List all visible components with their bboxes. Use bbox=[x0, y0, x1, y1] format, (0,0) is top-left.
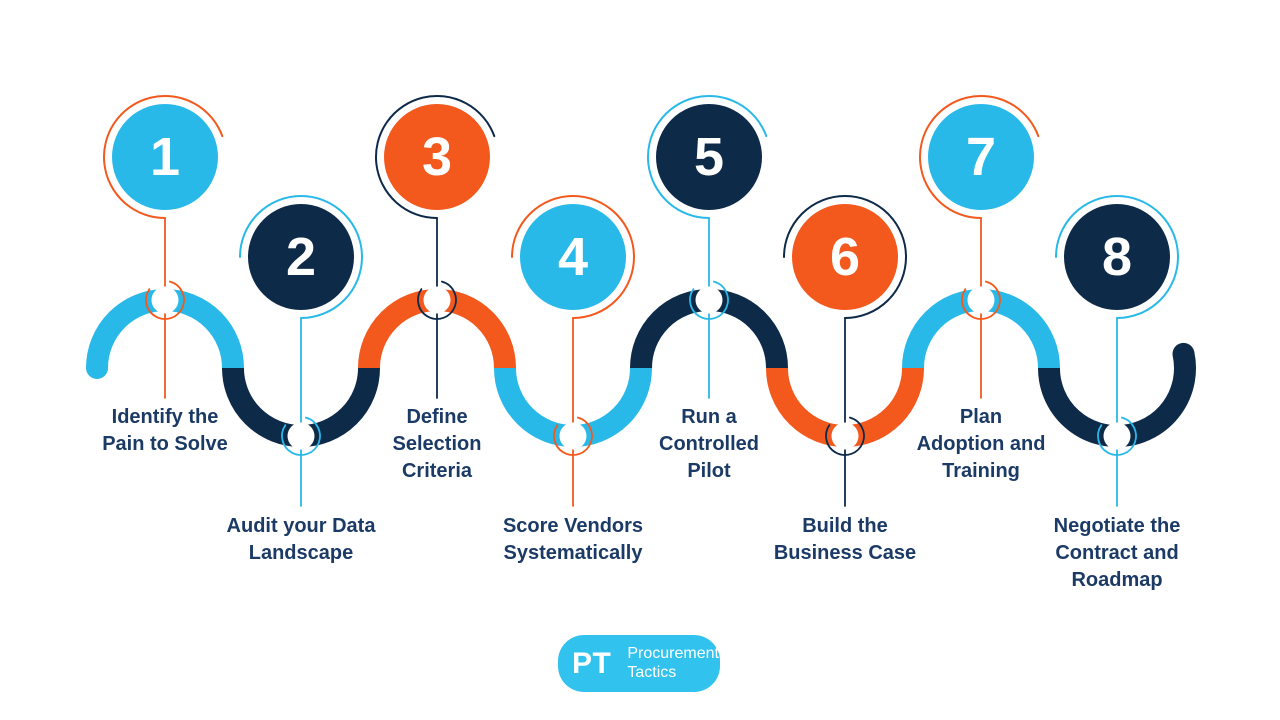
step-2-node-loop bbox=[281, 416, 321, 456]
step-rings bbox=[103, 95, 1179, 319]
step-5-node-loop bbox=[689, 280, 729, 320]
logo-monogram: PT bbox=[572, 646, 612, 680]
step-4-node bbox=[559, 422, 587, 450]
step-3-ring bbox=[375, 95, 496, 219]
step-4-number: 4 bbox=[557, 227, 589, 287]
step-8-number: 8 bbox=[1101, 227, 1133, 287]
step-6-node-loop bbox=[825, 416, 865, 456]
step-7-number: 7 bbox=[965, 127, 997, 187]
step-8-circle: 8 bbox=[1064, 204, 1170, 310]
step-5-number: 5 bbox=[693, 127, 725, 187]
wave-nodes bbox=[151, 286, 1131, 450]
step-3-number: 3 bbox=[421, 127, 453, 187]
node-loops bbox=[145, 280, 1137, 456]
step-5-ring bbox=[647, 95, 768, 219]
step-2-circle: 2 bbox=[248, 204, 354, 310]
step-3-node-loop bbox=[417, 280, 457, 320]
step-5-label: Run a Controlled Pilot bbox=[659, 406, 759, 482]
step-4-ring bbox=[511, 195, 635, 319]
wave-end-cap bbox=[1172, 342, 1195, 365]
step-3-label: Define Selection Criteria bbox=[392, 406, 482, 482]
step-6-node bbox=[831, 422, 859, 450]
step-5-node bbox=[695, 286, 723, 314]
step-8-label: Negotiate the Contract and Roadmap bbox=[1053, 515, 1181, 591]
step-8-node-loop bbox=[1097, 416, 1137, 456]
step-4-label: Score Vendors Systematically bbox=[502, 515, 644, 564]
step-5-circle: 5 bbox=[656, 104, 762, 210]
step-1-node bbox=[151, 286, 179, 314]
step-3-node bbox=[423, 286, 451, 314]
step-1-node-loop bbox=[145, 280, 185, 320]
step-7-circle: 7 bbox=[928, 104, 1034, 210]
step-8-ring bbox=[1055, 195, 1179, 319]
step-8-node bbox=[1103, 422, 1131, 450]
step-7-node-loop bbox=[961, 280, 1001, 320]
step-1-label: Identify the Pain to Solve bbox=[102, 406, 228, 455]
step-6-label: Build the Business Case bbox=[773, 515, 917, 564]
step-6-ring bbox=[783, 195, 907, 319]
step-2-node bbox=[287, 422, 315, 450]
step-6-circle: 6 bbox=[792, 204, 898, 310]
logo-procurement-tactics: PT Procurement Tactics bbox=[558, 635, 720, 692]
step-1-circle: 1 bbox=[112, 104, 218, 210]
step-2-ring bbox=[239, 195, 363, 319]
step-7-node bbox=[967, 286, 995, 314]
step-7-ring bbox=[919, 95, 1040, 219]
step-1-ring bbox=[103, 95, 224, 219]
step-2-number: 2 bbox=[285, 227, 317, 287]
step-1-number: 1 bbox=[149, 127, 181, 187]
step-6-number: 6 bbox=[829, 227, 861, 287]
step-3-circle: 3 bbox=[384, 104, 490, 210]
step-2-label: Audit your Data Landscape bbox=[226, 515, 376, 564]
step-4-node-loop bbox=[553, 416, 593, 456]
step-7-label: Plan Adoption and Training bbox=[916, 406, 1046, 482]
logo-name: Procurement Tactics bbox=[627, 644, 719, 681]
step-4-circle: 4 bbox=[520, 204, 626, 310]
